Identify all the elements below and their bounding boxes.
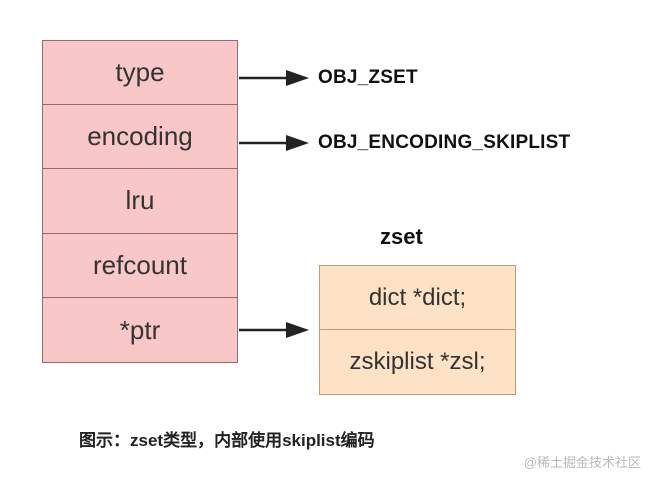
- zset-field-zsl: zskiplist *zsl;: [319, 330, 516, 395]
- encoding-value-label: OBJ_ENCODING_SKIPLIST: [318, 132, 571, 153]
- arrow-type: [239, 70, 309, 86]
- field-lru: lru: [42, 169, 238, 234]
- redis-object-struct: type encoding lru refcount *ptr: [42, 40, 238, 363]
- arrow-encoding: [239, 135, 309, 151]
- field-refcount: refcount: [42, 233, 238, 299]
- field-type: type: [42, 40, 238, 105]
- type-value-label: OBJ_ZSET: [318, 67, 418, 88]
- zset-field-dict: dict *dict;: [319, 265, 516, 330]
- zset-struct: dict *dict; zskiplist *zsl;: [319, 265, 516, 395]
- figure-caption: 图示：zset类型，内部使用skiplist编码: [79, 431, 375, 450]
- zset-title: zset: [380, 224, 423, 249]
- field-ptr: *ptr: [42, 298, 238, 363]
- field-encoding: encoding: [42, 104, 238, 170]
- watermark: @稀土掘金技术社区: [523, 455, 641, 470]
- arrow-ptr: [239, 322, 309, 338]
